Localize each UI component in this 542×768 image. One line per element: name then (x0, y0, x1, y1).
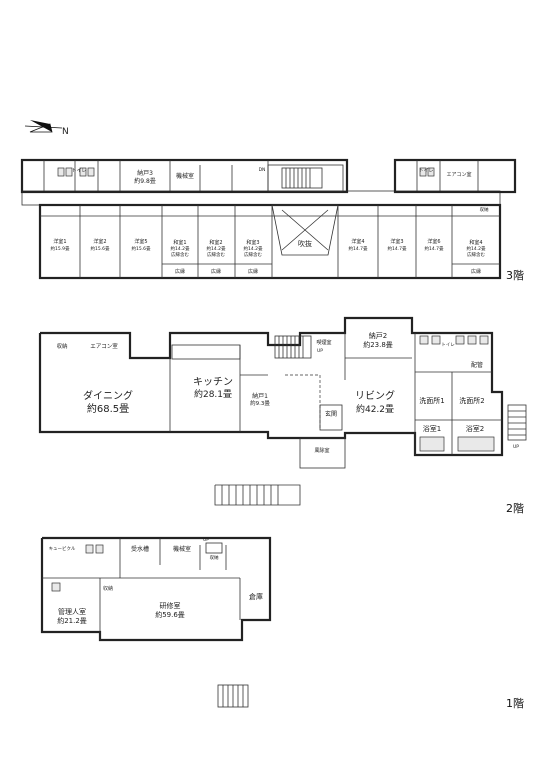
f2-shuno-label: 収納 (56, 342, 68, 350)
f2-toilet-label: トイレ (441, 343, 455, 348)
compass: N (24, 120, 69, 137)
bedroom-area: 約14.2畳 (243, 245, 263, 252)
bedroom-name: 洋室6 (427, 238, 440, 245)
bedroom-area: 約14.7畳 (348, 245, 368, 252)
f2-side-stairs (507, 404, 527, 441)
bedroom-name: 洋室2 (93, 238, 106, 245)
f2-pipe-label: 配管 (471, 361, 483, 369)
f2-bath2-label: 浴室2 (466, 424, 484, 433)
f3-storage3-name: 納戸3 (137, 169, 153, 177)
f3-hiroen-4: 広縁 (471, 268, 481, 275)
bedroom-name: 和室1 (173, 239, 186, 246)
f2-cleaning-label: 喫煙室 (316, 339, 331, 346)
bedroom-name: 洋室3 (390, 238, 403, 245)
f1-warehouse-label: 倉庫 (249, 592, 263, 601)
bedroom-area: 約15.9畳 (50, 245, 70, 252)
floor-1-label: 1階 (506, 697, 524, 710)
f1-shuno-label: 収納 (103, 585, 113, 592)
f3-toilet-label: トイレ (71, 168, 86, 174)
f2-dining-name: ダイニング (83, 389, 133, 402)
f3-toilet2-label: トイレ (418, 168, 433, 174)
bedroom-note: 広縁含む (467, 251, 485, 258)
floor-1-plan: キュービクル 受水槽 機械室 収納 収納 管理人室 約21.2畳 研修室 約59… (40, 536, 272, 708)
bedroom-name: 洋室5 (134, 238, 147, 245)
f2-storage2-area: 約23.8畳 (363, 340, 393, 349)
f1-water-label: 受水槽 (131, 545, 149, 553)
f2-wash2-label: 洗面所2 (459, 396, 484, 405)
f2-living-name: リビング (355, 389, 395, 402)
f2-kitchen-area: 約28.1畳 (194, 388, 232, 400)
f3-aircon-label: エアコン室 (446, 171, 471, 178)
f1-training-name: 研修室 (160, 601, 181, 610)
bedroom-area: 約15.6畳 (131, 245, 151, 252)
f3-hiroen-3: 広縁 (248, 268, 258, 275)
f2-entrance-1: 玄関 (325, 410, 337, 418)
f3-hiroen-2: 広縁 (211, 268, 221, 275)
bedroom-area: 約14.2畳 (206, 245, 226, 252)
f1-outdoor-stairs (217, 684, 249, 708)
f3-storage3-area: 約9.8畳 (134, 177, 156, 185)
f2-up-side-label: UP (513, 444, 519, 450)
f1-shuno-label-2: 収納 (210, 554, 219, 561)
f1-up-label: UP (203, 537, 209, 543)
bedroom-area: 約14.2畳 (466, 245, 486, 252)
f2-wash1-label: 洗面所1 (419, 396, 444, 405)
f2-outdoor-stairs (214, 484, 301, 506)
bedroom-area: 約14.7畳 (387, 245, 407, 252)
f3-machine-label: 機械室 (176, 172, 194, 180)
bedroom-note: 広縁含む (244, 251, 262, 258)
f2-living-area: 約42.2畳 (356, 403, 394, 415)
f2-storage1-name: 納戸1 (252, 392, 268, 400)
f2-bath1-label: 浴室1 (423, 424, 441, 433)
bedroom-name: 和室2 (209, 239, 222, 246)
bedroom-name: 洋室1 (53, 238, 66, 245)
bedroom-area: 約15.6畳 (90, 245, 110, 252)
f1-cubicle-label: キュービクル (49, 545, 76, 552)
bedroom-name: 和室4 (469, 239, 482, 246)
f1-manager-area: 約21.2畳 (57, 616, 87, 625)
f1-manager-name: 管理人室 (58, 607, 86, 616)
floor-2-plan: 収納 エアコン室 ダイニング 約68.5畳 キッチン 約28.1畳 納戸1 約9… (38, 316, 527, 506)
f2-up-label: UP (317, 348, 323, 354)
f2-dining-area: 約68.5畳 (87, 402, 129, 415)
f3-fukinuke-label: 吹抜 (298, 239, 312, 248)
floor-2-label: 2階 (506, 502, 524, 515)
bedroom-name: 和室3 (246, 239, 259, 246)
f3-dn-label: DN (259, 167, 266, 173)
f2-aircon-label: エアコン室 (90, 342, 118, 350)
bedroom-name: 洋室4 (351, 238, 364, 245)
floor-3-plan: トイレ トイレ 納戸3 約9.8畳 機械室 DN エアコン室 吹抜 洋室1 約1… (20, 158, 517, 280)
f2-storage2-name: 納戸2 (369, 331, 387, 340)
f3-shuno-label: 収納 (480, 206, 489, 213)
bedroom-note: 広縁含む (207, 251, 225, 258)
f3-bedrooms: 洋室1 約15.9畳 洋室2 約15.6畳 洋室5 約15.6畳 和室1 約14… (50, 238, 486, 258)
bedroom-note: 広縁含む (171, 251, 189, 258)
f2-windbreak-label: 風除室 (314, 447, 329, 454)
f3-hiroen-1: 広縁 (175, 268, 185, 275)
floor-3-label: 3階 (506, 269, 524, 282)
f1-training-area: 約59.6畳 (155, 610, 185, 619)
f2-kitchen-name: キッチン (193, 376, 233, 388)
bedroom-area: 約14.2畳 (170, 245, 190, 252)
f2-storage1-area: 約9.3畳 (250, 399, 270, 407)
f1-machine-label: 機械室 (173, 545, 191, 553)
bedroom-area: 約14.7畳 (424, 245, 444, 252)
compass-north-label: N (62, 127, 69, 137)
